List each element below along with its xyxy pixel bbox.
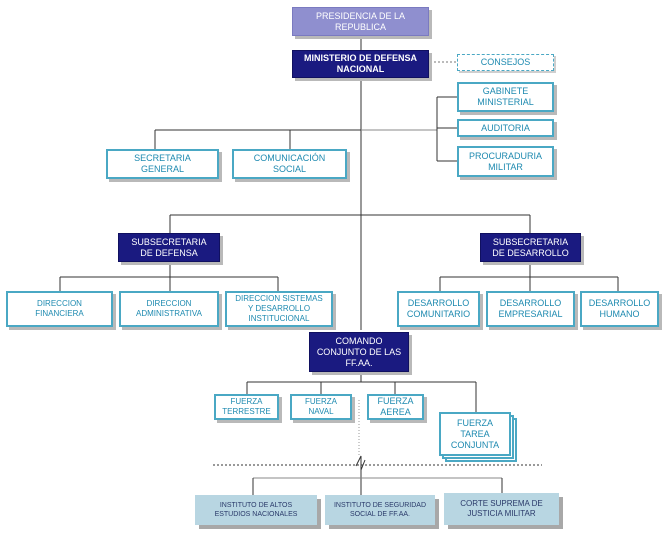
fuerza-tarea-conjunta-box: FUERZA TAREA CONJUNTA [439,412,511,456]
desarrollo-humano-box: DESARROLLO HUMANO [580,291,659,327]
ministerio-box: MINISTERIO DE DEFENSA NACIONAL [292,50,429,78]
fuerza-aerea-box: FUERZA AEREA [367,394,424,420]
comunicacion-box: COMUNICACIÓN SOCIAL [232,149,347,179]
direccion-administrativa-box: DIRECCION ADMINISTRATIVA [119,291,219,327]
desarrollo-empresarial-box: DESARROLLO EMPRESARIAL [486,291,575,327]
secretaria-box: SECRETARIA GENERAL [106,149,219,179]
corte-suprema-box: CORTE SUPREMA DE JUSTICIA MILITAR [444,493,559,525]
procuraduria-box: PROCURADURIA MILITAR [457,146,554,177]
gabinete-box: GABINETE MINISTERIAL [457,82,554,112]
direccion-financiera-box: DIRECCION FINANCIERA [6,291,113,327]
subsecretaria-desarrollo-box: SUBSECRETARIA DE DESARROLLO [480,233,581,262]
direccion-sistemas-box: DIRECCION SISTEMAS Y DESARROLLO INSTITUC… [225,291,333,327]
fuerza-terrestre-box: FUERZA TERRESTRE [214,394,279,420]
comando-conjunto-box: COMANDO CONJUNTO DE LAS FF.AA. [309,332,409,372]
subsecretaria-defensa-box: SUBSECRETARIA DE DEFENSA [118,233,220,262]
instituto-altos-estudios-box: INSTITUTO DE ALTOS ESTUDIOS NACIONALES [195,495,317,525]
consejos-box: CONSEJOS [457,54,554,71]
auditoria-box: AUDITORIA [457,119,554,137]
presidencia-box: PRESIDENCIA DE LA REPUBLICA [292,7,429,36]
desarrollo-comunitario-box: DESARROLLO COMUNITARIO [397,291,480,327]
fuerza-naval-box: FUERZA NAVAL [290,394,352,420]
instituto-seguridad-social-box: INSTITUTO DE SEGURIDAD SOCIAL DE FF.AA. [325,495,435,525]
